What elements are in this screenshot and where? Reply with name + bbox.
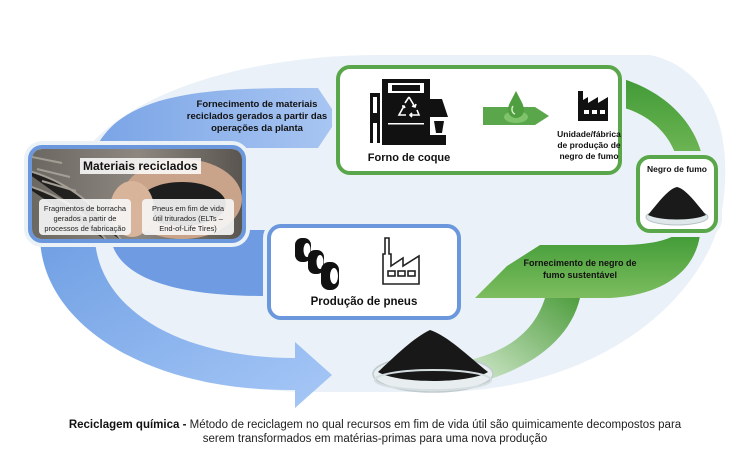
inner-blue-band (110, 230, 265, 296)
tire-production-box: Produção de pneus (267, 224, 461, 320)
carbon-black-plant-label: Unidade/fábrica de produção de negro de … (557, 129, 621, 161)
shredded-elt-card: Pneus em fim de vida útil triturados (EL… (142, 199, 234, 235)
green-upper-arc (610, 75, 705, 180)
green-lower-arc (470, 298, 580, 385)
caption-line-2: serem transformados em matérias-primas p… (202, 433, 548, 445)
factory-outline-icon (382, 237, 420, 285)
factory-icon (578, 91, 608, 121)
lower-flow-arrow (40, 235, 332, 408)
tires-icon (295, 238, 339, 290)
recycled-materials-box: Materiais reciclados Fragmentos de borra… (28, 145, 246, 243)
rubber-fragments-card: Fragmentos de borracha gerados a partir … (39, 199, 131, 235)
recycle-icon (397, 96, 421, 118)
caption-definition: Método de reciclagem no qual recursos em… (186, 419, 682, 431)
central-carbon-black-dish (372, 330, 494, 393)
tire-production-label: Produção de pneus (310, 296, 418, 308)
caption: Reciclagem química - Método de reciclage… (0, 418, 750, 446)
carbon-black-box: Negro de fumo (636, 155, 718, 233)
oil-drop-arrow-icon (483, 91, 549, 125)
green-arrow-label: Fornecimento de negro de fumo sustentáve… (523, 258, 637, 280)
upper-arrow-label: Fornecimento de materiais reciclados ger… (186, 99, 328, 134)
coke-oven-label: Forno de coque (367, 152, 451, 164)
carbon-black-powder-image (645, 187, 709, 226)
caption-term: Reciclagem química - (68, 419, 187, 431)
carbon-black-title: Negro de fumo (647, 164, 707, 174)
coke-oven-box: Forno de coque Unidade/fábrica de produç… (336, 65, 622, 175)
recycled-materials-title: Materiais reciclados (80, 158, 201, 174)
caption-line-1: Reciclagem química - Método de reciclage… (0, 418, 750, 432)
green-flow-arrow (475, 232, 700, 298)
upper-flow-arrow (95, 88, 338, 150)
coke-oven-icon (370, 79, 448, 145)
